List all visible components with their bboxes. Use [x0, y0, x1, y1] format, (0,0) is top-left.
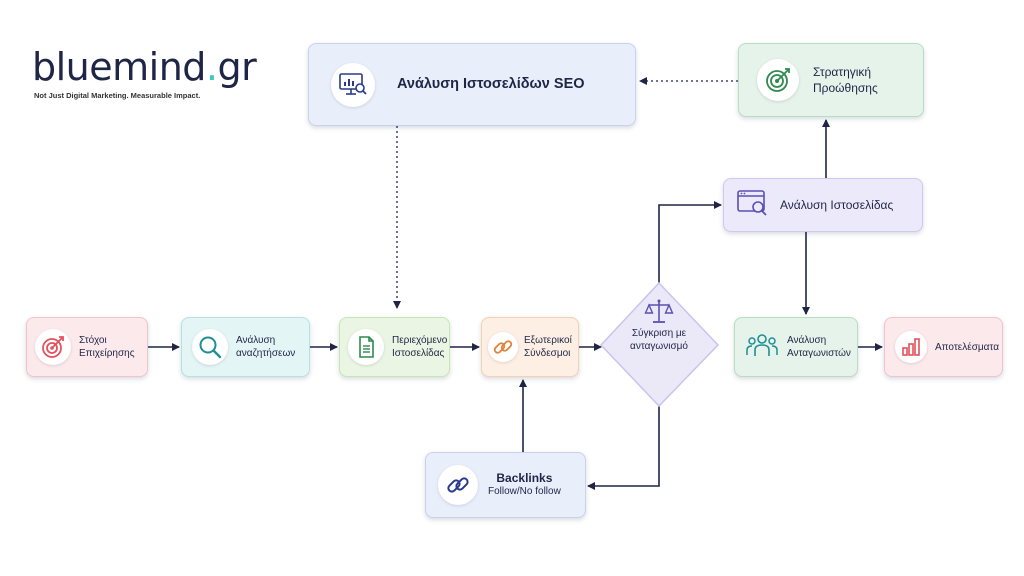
website-content-line2: Ιστοσελίδας — [392, 348, 445, 359]
search-analysis-line2: αναζητήσεων — [236, 348, 296, 359]
node-backlinks: Backlinks Follow/No follow — [425, 452, 586, 518]
external-links-line1: Εξωτερικοί — [524, 335, 572, 346]
people-icon — [745, 330, 779, 365]
search-analysis-label: Ανάλυση αναζητήσεων — [236, 334, 295, 360]
website-content-line1: Περιεχόμενο — [392, 335, 448, 346]
promotion-strategy-line2: Προώθησης — [813, 81, 878, 95]
brand-dot: . — [205, 45, 218, 89]
website-analysis-label: Ανάλυση Ιστοσελίδας — [780, 197, 894, 212]
brand-tagline: Not Just Digital Marketing. Measurable I… — [34, 91, 201, 100]
brand-name: bluemind — [32, 45, 206, 89]
node-website-content: Περιεχόμενο Ιστοσελίδας — [339, 317, 450, 377]
competitor-comparison-line1: Σύγκριση με — [631, 328, 687, 339]
node-seo-analysis: Ανάλυση Ιστοσελίδων SEO — [308, 43, 636, 126]
promotion-strategy-label: Στρατηγική Προώθησης — [813, 64, 878, 96]
backlinks-title: Backlinks — [496, 471, 553, 485]
node-website-analysis: Ανάλυση Ιστοσελίδας — [723, 178, 923, 232]
node-competitor-analysis: Ανάλυση Ανταγωνιστών — [734, 317, 858, 377]
node-results: Αποτελέσματα — [884, 317, 1003, 377]
node-search-analysis: Ανάλυση αναζητήσεων — [181, 317, 310, 377]
search-analysis-line1: Ανάλυση — [236, 335, 276, 346]
seo-analysis-label: Ανάλυση Ιστοσελίδων SEO — [397, 76, 585, 92]
bar-chart-icon — [895, 331, 927, 363]
promotion-strategy-line1: Στρατηγική — [813, 65, 872, 79]
magnifier-icon — [192, 329, 228, 365]
business-goals-line2: Επιχείρησης — [79, 348, 135, 359]
node-promotion-strategy: Στρατηγική Προώθησης — [738, 43, 924, 117]
browser-magnifier-icon — [736, 188, 770, 223]
monitor-chart-magnifier-icon — [331, 62, 375, 107]
edge-comparison-to-website-analysis — [658, 201, 722, 283]
node-business-goals: Στόχοι Επιχείρησης — [26, 317, 148, 377]
comparison-diamond — [599, 281, 720, 408]
scales-icon — [644, 297, 674, 327]
edge-comparison-to-backlinks — [587, 405, 660, 490]
competitor-comparison-label: Σύγκριση με ανταγωνισμό — [601, 327, 717, 353]
competitor-comparison-line2: ανταγωνισμό — [630, 341, 688, 352]
brand-tld: gr — [217, 45, 257, 89]
node-external-links: Εξωτερικοί Σύνδεσμοι — [481, 317, 579, 377]
competitor-analysis-line1: Ανάλυση — [787, 335, 827, 346]
target-icon — [757, 59, 799, 101]
competitor-analysis-line2: Ανταγωνιστών — [787, 348, 851, 359]
external-links-label: Εξωτερικοί Σύνδεσμοι — [524, 334, 572, 360]
external-links-line2: Σύνδεσμοι — [524, 348, 571, 359]
document-icon — [348, 329, 384, 365]
backlinks-label: Backlinks Follow/No follow — [488, 472, 561, 498]
target-icon — [35, 329, 71, 365]
link-icon — [488, 332, 518, 362]
brand-logo: bluemind.gr — [32, 44, 257, 90]
link-icon — [438, 465, 478, 505]
results-label: Αποτελέσματα — [935, 341, 1000, 353]
business-goals-label: Στόχοι Επιχείρησης — [79, 334, 135, 360]
backlinks-subtitle: Follow/No follow — [488, 486, 561, 497]
business-goals-line1: Στόχοι — [79, 335, 107, 346]
competitor-analysis-label: Ανάλυση Ανταγωνιστών — [787, 334, 851, 360]
website-content-label: Περιεχόμενο Ιστοσελίδας — [392, 334, 447, 360]
